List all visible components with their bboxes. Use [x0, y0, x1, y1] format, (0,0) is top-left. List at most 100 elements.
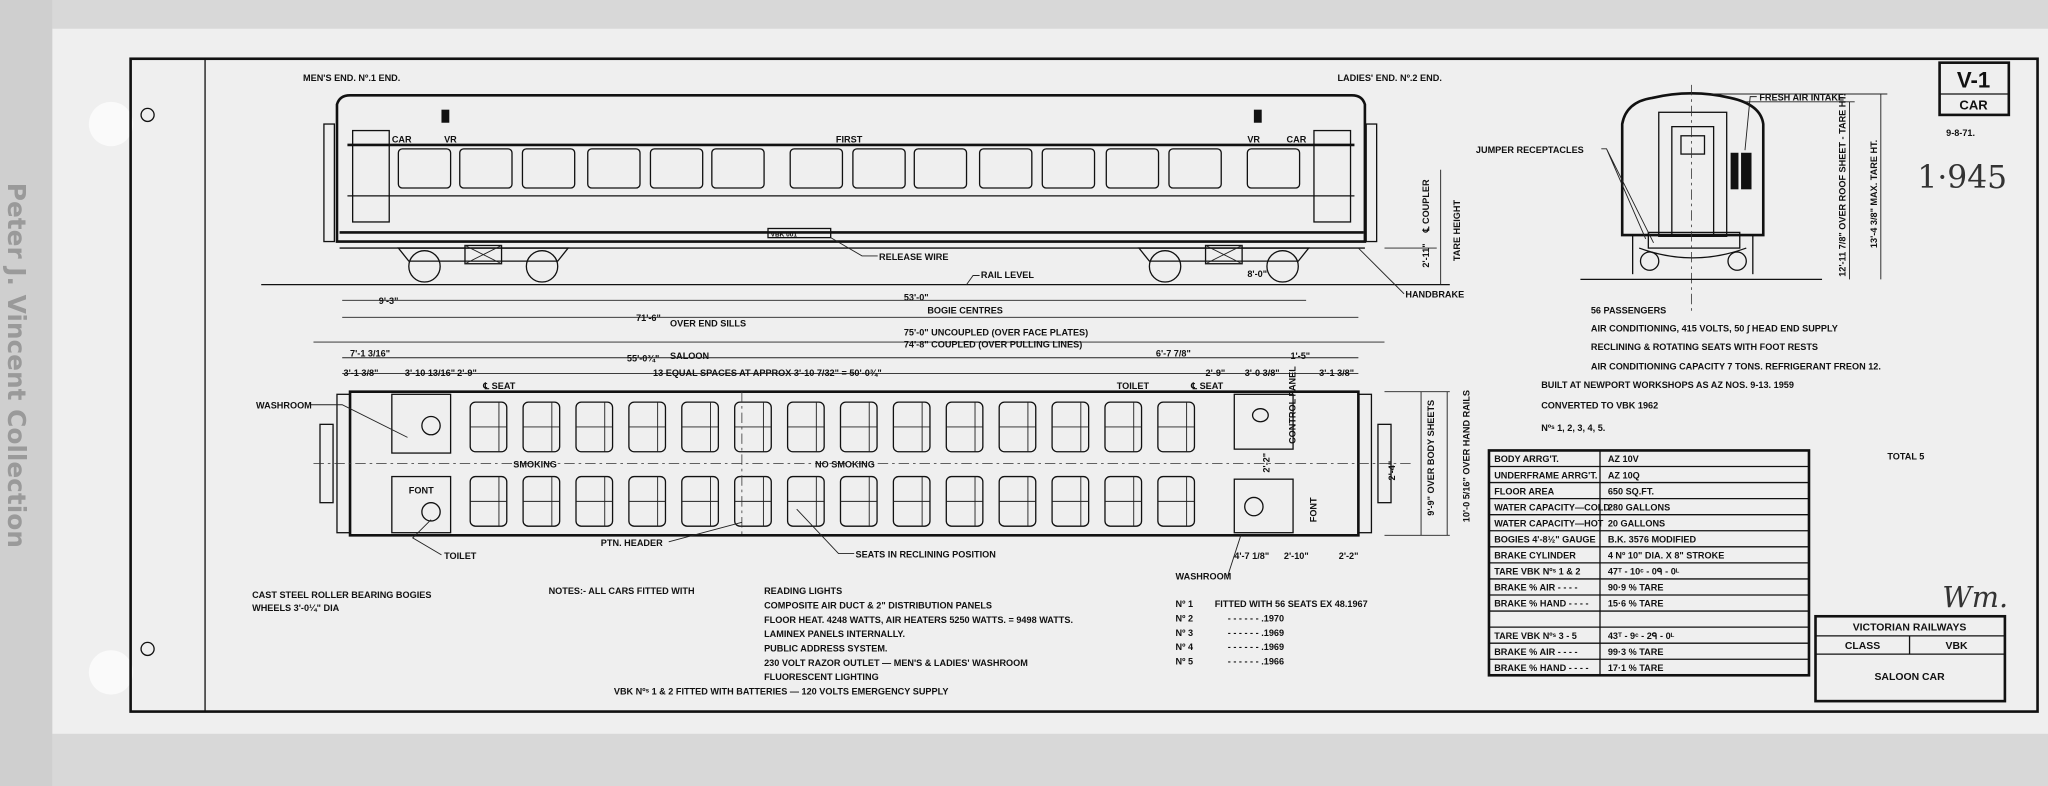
car-label-right: CAR: [1287, 134, 1307, 144]
table-label: WATER CAPACITY—COLD: [1494, 502, 1610, 512]
end-sills-label: OVER END SILLS: [670, 318, 746, 328]
table-value: 15·6 % TARE: [1608, 599, 1664, 609]
seat-history-number: Nº 2: [1176, 613, 1194, 623]
note-item: 230 VOLT RAZOR OUTLET — MEN'S & LADIES' …: [764, 658, 1028, 668]
sheet-title-block: V-1 CAR 9-8-71. 1·945: [1917, 61, 2011, 196]
seat-pair: [734, 401, 772, 453]
seat-pair: [786, 475, 825, 527]
side-window: [587, 148, 641, 189]
table-row: BRAKE % AIR - - - -99·3 % TARE: [1494, 647, 1663, 657]
seat-pair: [1104, 475, 1143, 527]
table-value: 47ᵀ - 10ᶜ - 0ᑫ - 0ᴸ: [1608, 567, 1680, 577]
dim-left-2: 3'-1 3/8": [344, 368, 379, 378]
seat-history-number: Nº 3: [1176, 628, 1194, 638]
release-wire-label: RELEASE WIRE: [879, 252, 948, 262]
spec-line: 56 PASSENGERS: [1591, 305, 1666, 315]
car-description: SALOON CAR: [1874, 672, 1945, 683]
signature: Wm.: [1942, 580, 2008, 614]
table-label: BOGIES 4'-8½" GAUGE: [1494, 534, 1595, 544]
binder-hole: [140, 107, 155, 123]
spec-line: RECLINING & ROTATING SEATS WITH FOOT RES…: [1591, 342, 1818, 352]
over-body-sheets-dim: 9'-9" OVER BODY SHEETS: [1426, 400, 1436, 516]
table-row: BRAKE % AIR - - - -90·9 % TARE: [1494, 583, 1663, 593]
floor-plan: 7'-1 3/16" 55'-0¾" SALOON 3'-1 3/8" 3'-1…: [256, 348, 1471, 581]
no-smoking-label: NO SMOKING: [815, 459, 875, 469]
dim-right-2: 2'-9": [1206, 368, 1226, 378]
side-window: [1041, 148, 1096, 189]
end-sills-dim: 71'-6": [636, 313, 661, 323]
table-value: 650 SQ.FT.: [1608, 486, 1654, 496]
drawing-border: [129, 57, 2039, 713]
table-label: FLOOR AREA: [1494, 486, 1554, 496]
table-label: TARE VBK Nºˢ 3 - 5: [1494, 631, 1577, 641]
sheet-number: V-1: [1957, 67, 1990, 92]
wheels-note: WHEELS 3'-0¼" DIA: [252, 603, 340, 613]
side-window: [978, 148, 1033, 189]
seat-pair: [628, 401, 667, 453]
side-elevation: MEN'S END. Nº.1 END. LADIES' END. Nº.2 E…: [261, 73, 1464, 349]
tare-height-label: TARE HEIGHT: [1452, 200, 1462, 262]
spec-line: AIR CONDITIONING CAPACITY 7 TONS. REFRIG…: [1591, 361, 1881, 371]
seats-reclining-label: SEATS IN RECLINING POSITION: [856, 550, 996, 560]
table-label: BRAKE % HAND - - - -: [1494, 663, 1588, 673]
table-row: BODY ARRG'T.AZ 10V: [1494, 454, 1639, 464]
note-item: PUBLIC ADDRESS SYSTEM.: [764, 644, 887, 654]
binder-hole: [140, 641, 155, 657]
seat-pair: [522, 475, 561, 527]
seat-history-number: Nº 4: [1176, 642, 1194, 652]
paper: [52, 28, 2048, 734]
dim-bottom-2: 2'-10": [1284, 551, 1309, 561]
specification-table: BODY ARRG'T.AZ 10V UNDERFRAME ARRG'T.AZ 1…: [1487, 449, 1811, 677]
bogie: [1137, 244, 1311, 283]
table-value: 4 Nº 10" DIA. X 8" STROKE: [1608, 551, 1724, 561]
side-window: [1246, 148, 1301, 189]
note-item: LAMINEX PANELS INTERNALLY.: [764, 629, 905, 639]
washroom-label-right: WASHROOM: [1176, 572, 1232, 582]
coupler-label: ℄ COUPLER: [1421, 179, 1431, 233]
smoking-label: SMOKING: [513, 459, 557, 469]
drawing-date: 9-8-71.: [1946, 128, 1975, 138]
side-window: [913, 148, 968, 189]
ladies-end-label: LADIES' END. Nº.2 END.: [1337, 73, 1441, 83]
seat-history-text: - - - - - - .1970: [1228, 613, 1284, 623]
dim-right-3: 3'-0 3/8": [1245, 368, 1280, 378]
seat-pair: [945, 401, 984, 453]
side-window: [789, 148, 844, 189]
seat-pair: [1157, 475, 1196, 527]
collection-watermark: Peter J. Vincent Collection: [2, 183, 31, 548]
seat-pair: [786, 401, 825, 453]
converted-note: CONVERTED TO VBK 1962: [1541, 401, 1658, 411]
washroom-label-left: WASHROOM: [256, 401, 312, 411]
seat-history-number: Nº 5: [1176, 657, 1194, 667]
aisle-dim: 2'-2": [1262, 453, 1272, 473]
car-body-outline: [335, 94, 1367, 243]
table-row: UNDERFRAME ARRG'T.AZ 10Q: [1494, 470, 1640, 480]
seat-pair: [892, 401, 931, 453]
uncoupled-dim: 75'-0" UNCOUPLED (OVER FACE PLATES): [904, 328, 1088, 338]
bogie-wheelbase-dim: 8'-0": [1247, 269, 1267, 279]
class-value: VBK: [1946, 641, 1969, 652]
table-label: UNDERFRAME ARRG'T.: [1494, 470, 1597, 480]
bogie: [397, 244, 570, 283]
wheel: [525, 250, 559, 283]
table-row: BRAKE % HAND - - - -17·1 % TARE: [1494, 663, 1663, 673]
dim-left-1: 7'-1 3/16": [350, 348, 390, 358]
table-label: BRAKE % AIR - - - -: [1494, 583, 1577, 593]
saloon-label: SALOON: [670, 351, 709, 361]
seat-history-text: - - - - - - .1969: [1228, 628, 1284, 638]
roof-height-dim: 12'-11 7/8" OVER ROOF SHEET - TARE HT.: [1838, 94, 1848, 277]
seats: [469, 401, 1196, 527]
note-item: FLUORESCENT LIGHTING: [764, 672, 879, 682]
total-count: TOTAL 5: [1887, 452, 1924, 462]
car-numbers: Nºˢ 1, 2, 3, 4, 5.: [1541, 423, 1605, 433]
buffer-right: [1377, 423, 1392, 504]
seat-history-number: Nº 1: [1176, 599, 1194, 609]
coupler-height-dim: 2'-11": [1421, 243, 1431, 267]
door-right: [1313, 129, 1352, 223]
wheel: [1266, 250, 1299, 283]
seat-pair: [575, 401, 614, 453]
table-row: FLOOR AREA 650 SQ.FT.: [1494, 486, 1654, 496]
